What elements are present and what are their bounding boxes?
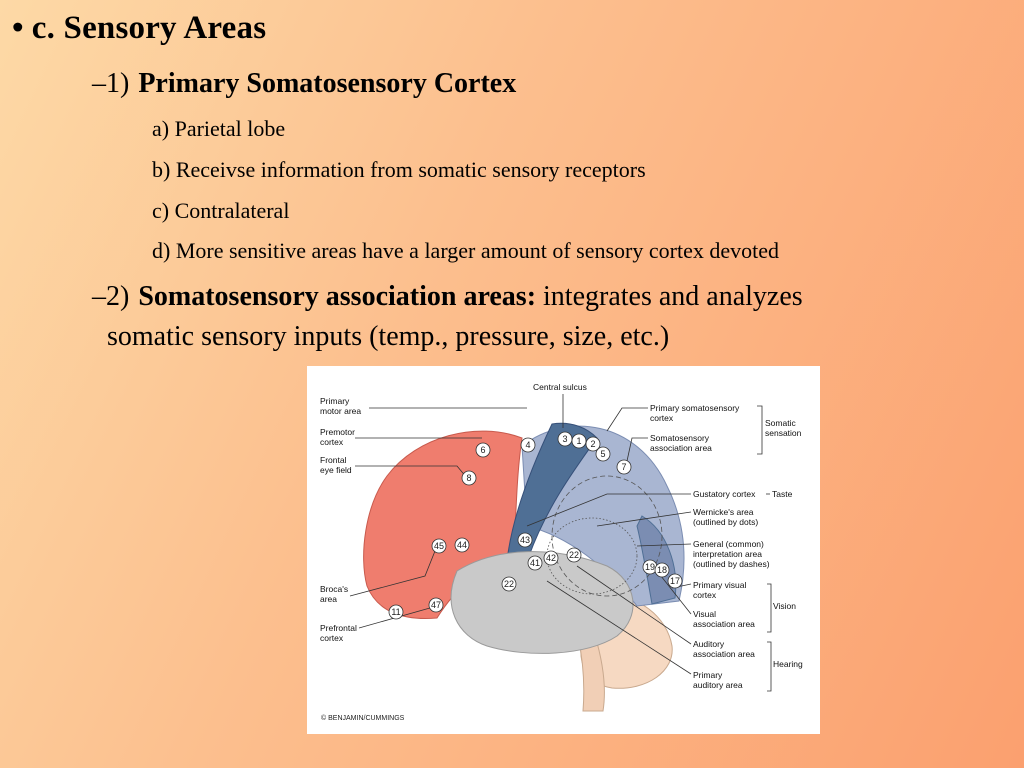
somatosensory-assoc-label-1: Somatosensory xyxy=(650,433,710,443)
brocas-label-1: Broca's xyxy=(320,584,348,594)
wernickes-label-2: (outlined by dots) xyxy=(693,517,758,527)
left-labels: Primary motor area Premotor cortex Front… xyxy=(320,396,361,643)
primary-motor-label-1: Primary xyxy=(320,396,350,406)
heading-text: c. Sensory Areas xyxy=(31,10,267,46)
subitem-a: a) Parietal lobe xyxy=(152,116,286,141)
item-2-text-continued: somatic sensory inputs (temp., pressure,… xyxy=(107,321,670,352)
brain-diagram: Primary motor area Premotor cortex Front… xyxy=(307,366,820,734)
primary-visual-label-2: cortex xyxy=(693,590,717,600)
item-1-number: –1) xyxy=(92,68,130,99)
item-1-title: Primary Somatosensory Cortex xyxy=(138,68,517,99)
wernickes-label-1: Wernicke's area xyxy=(693,507,754,517)
subitem-c: c) Contralateral xyxy=(152,198,290,223)
brodmann-11: 11 xyxy=(391,607,400,617)
auditory-assoc-label-2: association area xyxy=(693,649,755,659)
brodmann-4: 4 xyxy=(525,440,530,450)
primary-somatosensory-label-1: Primary somatosensory xyxy=(650,403,740,413)
visual-assoc-label-2: association area xyxy=(693,619,755,629)
primary-auditory-label-1: Primary xyxy=(693,670,723,680)
general-interp-label-3: (outlined by dashes) xyxy=(693,559,770,569)
somatosensory-strip-shape xyxy=(506,422,598,562)
frontal-eye-label-2: eye field xyxy=(320,465,352,475)
brodmann-41: 41 xyxy=(530,558,540,568)
frontal-eye-label-1: Frontal xyxy=(320,455,347,465)
item-2-number: –2) xyxy=(92,281,130,312)
right-labels: Primary somatosensory cortex Somatosenso… xyxy=(650,403,803,690)
somatosensory-assoc-label-2: association area xyxy=(650,443,712,453)
brodmann-1: 1 xyxy=(576,436,581,446)
somatic-sensation-label-1: Somatic xyxy=(765,418,796,428)
premotor-label-1: Premotor xyxy=(320,427,355,437)
premotor-label-2: cortex xyxy=(320,437,344,447)
hearing-label: Hearing xyxy=(773,659,803,669)
bullet: • xyxy=(12,10,24,46)
brodmann-18: 18 xyxy=(657,565,667,575)
right-leaders xyxy=(526,405,772,692)
prefrontal-label-2: cortex xyxy=(320,633,344,643)
auditory-assoc-label-1: Auditory xyxy=(693,639,725,649)
brodmann-3: 3 xyxy=(562,434,567,444)
taste-label: Taste xyxy=(772,489,793,499)
primary-visual-label-1: Primary visual xyxy=(693,580,746,590)
brodmann-45: 45 xyxy=(434,541,444,551)
brocas-label-2: area xyxy=(320,594,337,604)
brodmann-42: 42 xyxy=(546,553,556,563)
general-interp-label-1: General (common) xyxy=(693,539,764,549)
gustatory-label: Gustatory cortex xyxy=(693,489,756,499)
general-interpretation-outline xyxy=(551,475,663,597)
item-2-title: Somatosensory association areas: xyxy=(138,281,537,312)
vision-label: Vision xyxy=(773,601,796,611)
central-sulcus-label: Central sulcus xyxy=(533,382,587,392)
brodmann-8: 8 xyxy=(466,473,471,483)
brodmann-22-lower: 22 xyxy=(504,579,514,589)
brodmann-19: 19 xyxy=(645,562,655,572)
brodmann-17: 17 xyxy=(670,576,680,586)
subitem-b: b) Receivse information from somatic sen… xyxy=(152,157,646,182)
brodmann-44: 44 xyxy=(457,540,467,550)
primary-auditory-label-2: auditory area xyxy=(693,680,743,690)
primary-motor-label-2: motor area xyxy=(320,406,361,416)
item-2-text: integrates and analyzes xyxy=(543,281,803,312)
brodmann-6: 6 xyxy=(480,445,485,455)
brodmann-43: 43 xyxy=(520,535,530,545)
somatic-sensation-label-2: sensation xyxy=(765,428,802,438)
slide-heading: •c. Sensory Areas xyxy=(12,10,266,47)
brodmann-22-upper: 22 xyxy=(569,550,579,560)
general-interp-label-2: interpretation area xyxy=(693,549,762,559)
brodmann-47: 47 xyxy=(431,600,441,610)
brain-diagram-svg: Primary motor area Premotor cortex Front… xyxy=(320,382,803,722)
visual-assoc-label-1: Visual xyxy=(693,609,716,619)
brodmann-markers: 6 4 3 1 2 5 7 8 43 45 44 41 42 22 22 19 … xyxy=(388,431,683,620)
item-1: –1) Primary Somatosensory Cortex xyxy=(92,68,516,100)
brodmann-2: 2 xyxy=(590,439,595,449)
temporal-lobe-shape xyxy=(450,551,634,654)
brodmann-7: 7 xyxy=(621,462,626,472)
prefrontal-label-1: Prefrontal xyxy=(320,623,357,633)
brodmann-5: 5 xyxy=(600,449,605,459)
primary-somatosensory-label-2: cortex xyxy=(650,413,674,423)
copyright-text: © BENJAMIN/CUMMINGS xyxy=(321,714,405,722)
subitem-d: d) More sensitive areas have a larger am… xyxy=(152,238,779,263)
item-2: –2) Somatosensory association areas: int… xyxy=(92,281,803,313)
